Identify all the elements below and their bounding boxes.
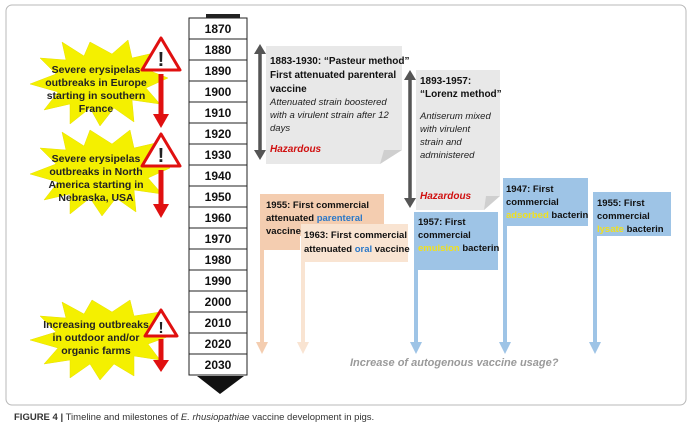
timeline-year-label: 1970 xyxy=(205,232,232,246)
flag-1955-parenteral-line2: attenuated parenteral xyxy=(266,213,363,224)
warning-group-2: ! xyxy=(140,132,182,218)
outbreak-text-1b: outbreaks in Europe xyxy=(45,77,147,89)
timeline-year-label: 1920 xyxy=(205,127,232,141)
warning-group-3: ! xyxy=(143,308,179,372)
timeline-year-label: 1980 xyxy=(205,253,232,267)
timeline-year-label: 2010 xyxy=(205,316,232,330)
outbreak-text-2c: America starting in xyxy=(48,179,143,191)
flag-1957-emulsion-line2: commercial xyxy=(418,230,471,241)
outbreak-text-1d: France xyxy=(79,103,114,115)
timeline-year-label: 2030 xyxy=(205,358,232,372)
red-arrow-head-2 xyxy=(153,204,169,218)
outbreak-text-2b: outbreaks in North xyxy=(49,166,142,178)
flag-1957-emulsion: 1957: First commercial emulsion bacterin xyxy=(414,212,499,270)
outbreak-text-3b: in outdoor and/or xyxy=(53,332,140,344)
timeline-down-arrow xyxy=(197,376,244,394)
pasteur-period-arrow xyxy=(254,44,266,160)
flag-1963-oral-line1: 1963: First commercial xyxy=(304,230,407,241)
lorenz-desc-2: with virulent xyxy=(420,124,471,135)
warning-triangle-icon xyxy=(140,132,182,168)
lorenz-title-1: 1893-1957: xyxy=(420,76,471,87)
caption-species: E. rhusiopathiae xyxy=(180,412,250,423)
figure-caption: FIGURE 4 | Timeline and milestones of E.… xyxy=(14,412,674,423)
timeline-year-label: 1960 xyxy=(205,211,232,225)
timeline-year-label: 1930 xyxy=(205,148,232,162)
flag-1963-oral-shape xyxy=(301,224,408,262)
pasteur-note-fold xyxy=(380,150,402,164)
lorenz-desc-1: Antiserum mixed xyxy=(419,111,491,122)
lorenz-desc-3: strain and xyxy=(420,137,462,148)
warning-triangle-icon xyxy=(143,308,179,338)
pasteur-subtitle-1: First attenuated parenteral xyxy=(270,70,396,81)
outbreak-burst-1: Severe erysipelas outbreaks in Europe st… xyxy=(29,39,169,127)
pasteur-hazard: Hazardous xyxy=(270,144,322,155)
outbreak-text-3a: Increasing outbreaks xyxy=(43,319,149,331)
flag-1955-parenteral-line3: vaccine xyxy=(266,226,301,237)
flag-1957-emulsion-shape xyxy=(414,212,498,270)
lorenz-period-arrow xyxy=(404,70,416,208)
caption-text-2: vaccine development in pigs. xyxy=(249,412,375,423)
timeline-column: 1870 1880 1890 1900 1910 1920 1930 1940 1950 1960… xyxy=(188,14,248,376)
timeline-year-label: 2020 xyxy=(205,337,232,351)
outbreak-burst-3: Increasing outbreaks in outdoor and/or o… xyxy=(29,299,171,381)
flag-1947-adsorbed-line3: adsorbed bacterin xyxy=(506,210,589,221)
flag-poles xyxy=(256,226,601,354)
flag-1947-adsorbed-shape xyxy=(503,178,588,226)
pasteur-note: 1883-1930: “Pasteur method” First attenu… xyxy=(266,46,410,164)
pasteur-title: 1883-1930: “Pasteur method” xyxy=(270,56,410,67)
timeline-year-label: 1890 xyxy=(205,64,232,78)
exclamation-icon: ! xyxy=(158,320,163,337)
pasteur-desc-1: Attenuated strain boostered xyxy=(269,97,387,108)
autogenous-question: Increase of autogenous vaccine usage? xyxy=(350,357,559,369)
flag-1955-lysate-line3: lysate bacterin xyxy=(597,224,664,235)
outbreak-text-2d: Nebraska, USA xyxy=(58,192,134,204)
caption-text-1: Timeline and milestones of xyxy=(63,412,181,423)
lorenz-note-shape xyxy=(416,70,500,210)
timeline-year-label: 1990 xyxy=(205,274,232,288)
timeline-year-label: 2000 xyxy=(205,295,232,309)
timeline-year-label: 1910 xyxy=(205,106,232,120)
timeline-year-label: 1940 xyxy=(205,169,232,183)
lorenz-title-2: “Lorenz method” xyxy=(420,89,502,100)
outbreak-text-3c: organic farms xyxy=(61,345,131,357)
exclamation-icon: ! xyxy=(158,49,165,71)
flag-1955-lysate-line1: 1955: First xyxy=(597,198,645,209)
warning-group-1: ! xyxy=(140,36,182,128)
pasteur-note-shape xyxy=(266,46,402,164)
timeline-top-cap xyxy=(206,14,240,18)
pasteur-desc-2: with a virulent strain after 12 xyxy=(270,110,390,121)
outbreak-text-1c: starting in southern xyxy=(47,90,146,102)
timeline-year-label: 1880 xyxy=(205,43,232,57)
warning-triangle-icon xyxy=(140,36,182,72)
lorenz-hazard: Hazardous xyxy=(420,191,472,202)
flag-1955-lysate: 1955: First commercial lysate bacterin xyxy=(593,192,671,236)
lorenz-note-fold xyxy=(484,196,500,210)
flag-1957-emulsion-line3: emulsion bacterin xyxy=(418,243,499,254)
pasteur-subtitle-2: vaccine xyxy=(270,84,307,95)
flag-1963-oral-line2: attenuated oral vaccine xyxy=(304,244,410,255)
caption-label: FIGURE 4 | xyxy=(14,412,64,423)
pasteur-desc-3: days xyxy=(270,123,290,134)
flag-1947-adsorbed-line2: commercial xyxy=(506,197,559,208)
red-arrow-head-3 xyxy=(153,360,169,372)
timeline-cell xyxy=(188,353,248,376)
red-arrow-head-1 xyxy=(153,114,169,128)
flag-1955-parenteral-line1: 1955: First commercial xyxy=(266,200,369,211)
lorenz-desc-4: administered xyxy=(420,150,475,161)
lorenz-note: 1893-1957: “Lorenz method” Antiserum mix… xyxy=(416,70,502,210)
flag-1957-emulsion-line1: 1957: First xyxy=(418,217,466,228)
flag-1963-oral: 1963: First commercial attenuated oral v… xyxy=(301,224,410,262)
flag-1947-adsorbed: 1947: First commercial adsorbed bacterin xyxy=(503,178,589,226)
timeline-year-label: 1870 xyxy=(205,22,232,36)
outbreak-text-2a: Severe erysipelas xyxy=(52,153,141,165)
exclamation-icon: ! xyxy=(158,145,165,167)
flag-1947-adsorbed-line1: 1947: First xyxy=(506,184,554,195)
flag-1955-lysate-line2: commercial xyxy=(597,211,650,222)
outbreak-text-1a: Severe erysipelas xyxy=(52,64,141,76)
timeline-year-label: 1950 xyxy=(205,190,232,204)
flag-1955-lysate-shape xyxy=(593,192,671,236)
timeline-year-label: 1900 xyxy=(205,85,232,99)
